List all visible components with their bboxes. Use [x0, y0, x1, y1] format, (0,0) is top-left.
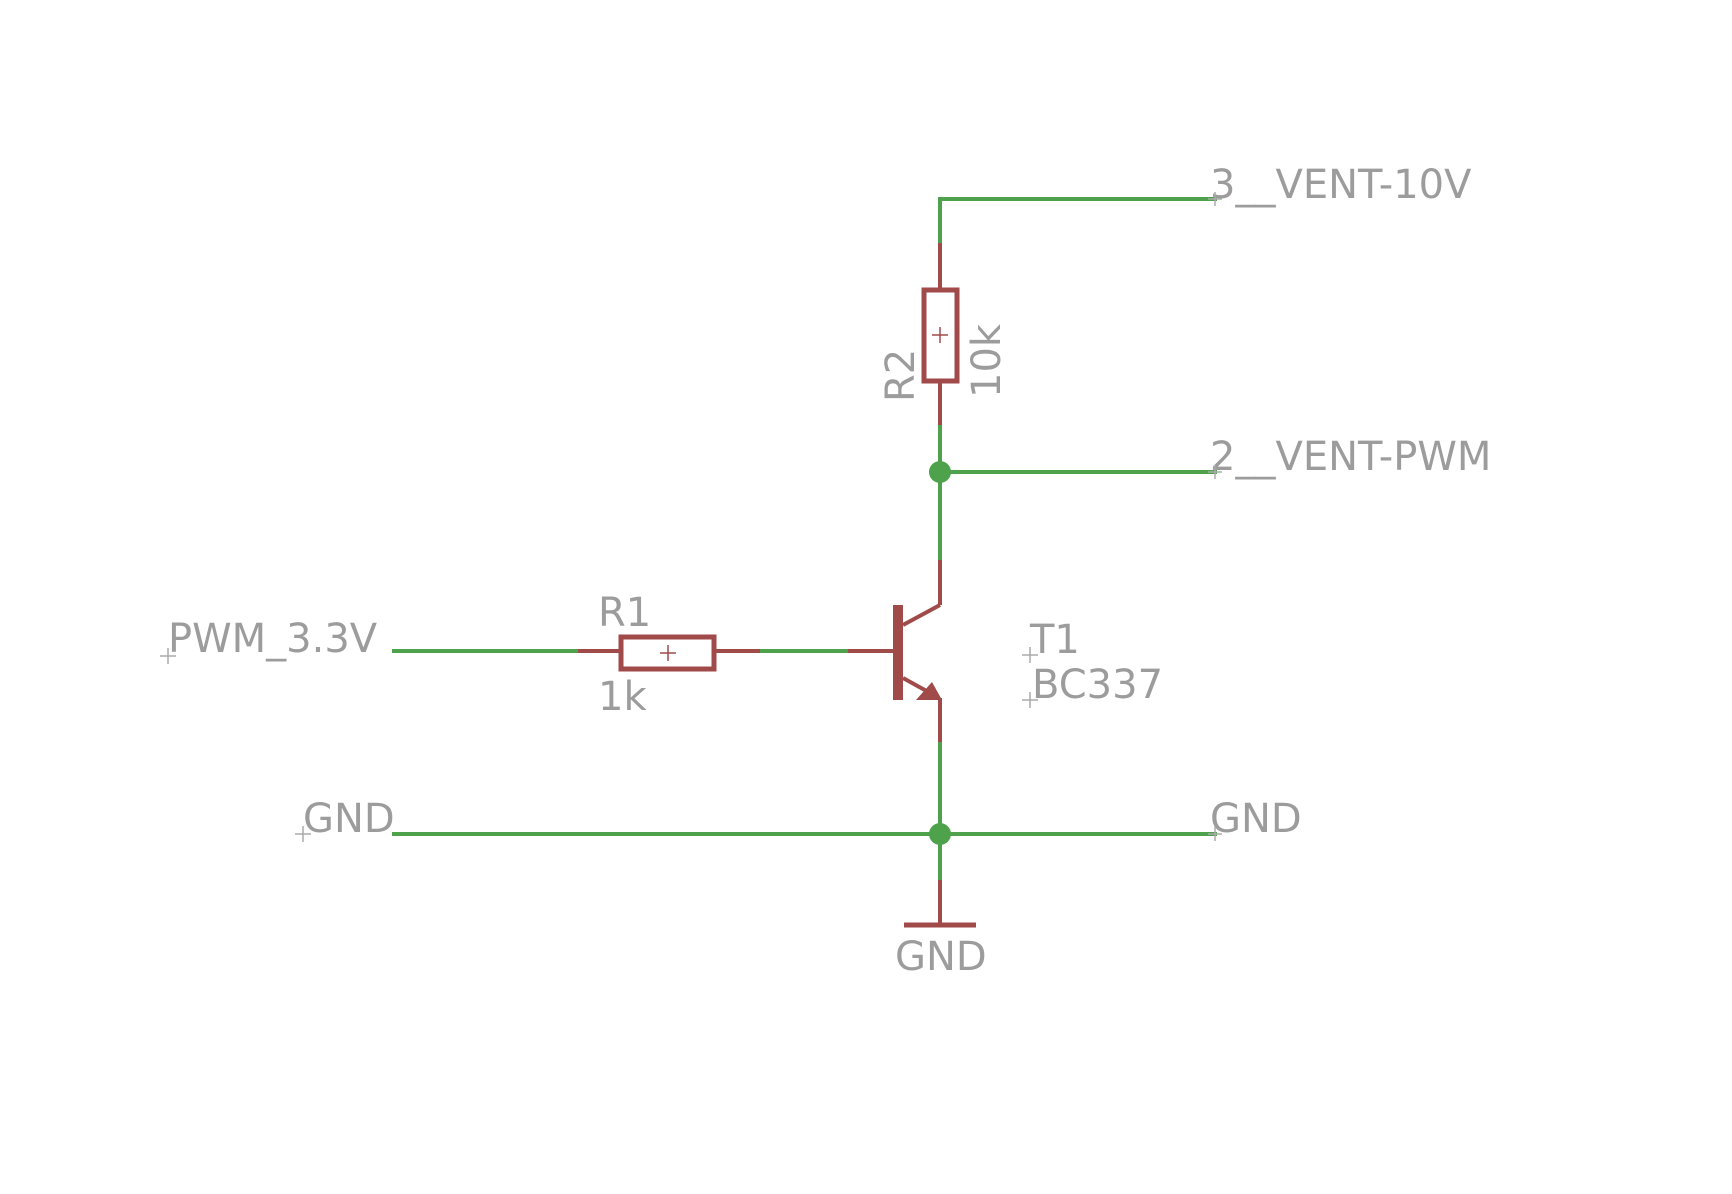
net-label-vent-pwm: 2__VENT-PWM	[1210, 434, 1491, 480]
origin-cross-vent-pwm	[1208, 465, 1222, 479]
resistor-r1	[578, 634, 760, 672]
resistor-r2	[921, 243, 960, 425]
origin-cross-vent-10v	[1208, 192, 1222, 206]
net-label-vent-10v: 3__VENT-10V	[1210, 162, 1472, 208]
net-label-gnd-left: GND	[303, 796, 395, 842]
ground-symbol	[904, 880, 976, 928]
junction-gnd	[929, 823, 951, 845]
gnd-symbol-label: GND	[895, 934, 987, 980]
wire-vent-10v	[938, 197, 1217, 245]
net-label-gnd-right: GND	[1210, 796, 1302, 842]
origin-cross-t1-name	[1022, 647, 1038, 663]
origin-cross-gnd-left	[295, 826, 311, 842]
r2-name-label: R2	[878, 349, 924, 402]
r1-value-label: 1k	[598, 674, 647, 720]
origin-cross-pwm-3v3	[160, 648, 176, 664]
r2-value-label: 10k	[964, 323, 1010, 398]
t1-value-label: BC337	[1032, 662, 1163, 708]
origin-cross-gnd-right	[1208, 827, 1222, 841]
wires	[392, 197, 1217, 882]
net-label-pwm-3v3: PWM_3.3V	[168, 616, 378, 662]
junction-vent-pwm	[929, 461, 951, 483]
r1-name-label: R1	[598, 590, 651, 636]
t1-name-label: T1	[1029, 617, 1080, 663]
origin-markers	[160, 192, 1222, 842]
origin-cross-t1-value	[1022, 692, 1038, 708]
transistor-t1	[848, 560, 942, 742]
